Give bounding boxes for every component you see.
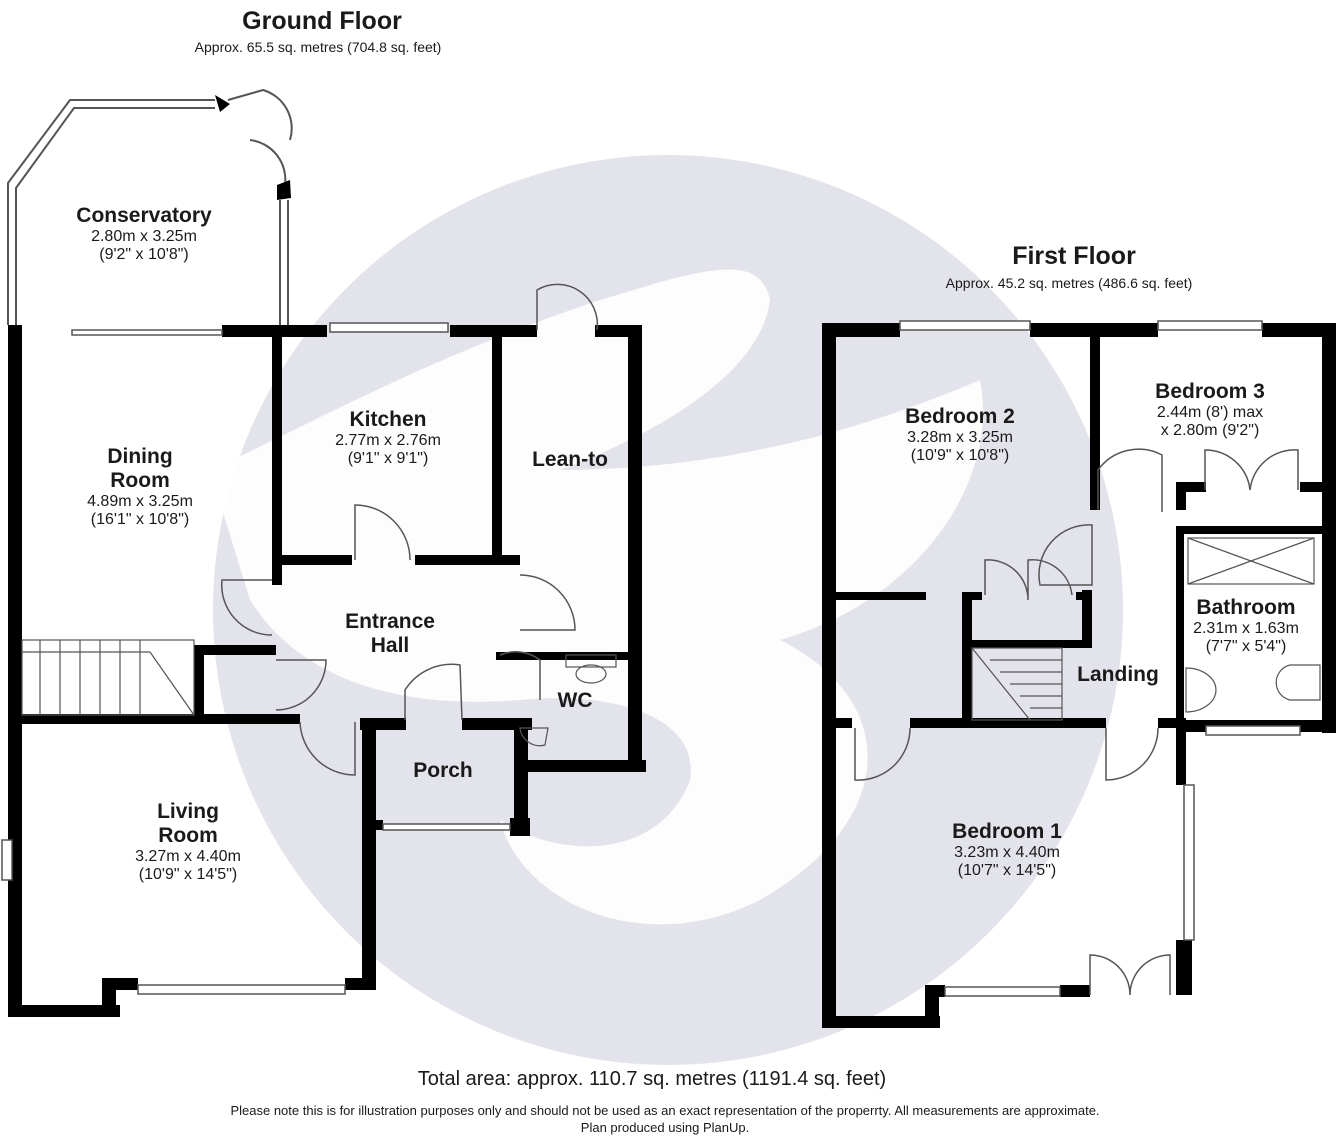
room-label-bedroom-2: Bedroom 2 3.28m x 3.25m (10'9" x 10'8") (860, 405, 1060, 465)
room-dimensions-metric: 2.80m x 3.25m (91, 228, 197, 245)
room-name: Bedroom 2 (905, 405, 1015, 428)
room-dimensions-metric: 2.44m (8') max (1156, 404, 1264, 421)
room-name: Bedroom 3 (1155, 380, 1265, 403)
ground-floor-stairs (21, 639, 195, 716)
first-floor-windows (899, 320, 1301, 997)
first-floor-doors (854, 448, 1299, 996)
room-name: Lean-to (532, 448, 608, 471)
room-label-entrance-hall: Entrance Hall (310, 610, 470, 658)
room-label-bedroom-3: Bedroom 3 2.44m (8') max x 2.80m (9'2") (1120, 380, 1300, 440)
room-label-lean-to: Lean-to (500, 448, 640, 472)
plan-credit: Plan produced using PlanUp. (580, 1120, 750, 1135)
room-dimensions-imperial: (9'1" x 9'1") (347, 450, 429, 467)
total-area: Total area: approx. 110.7 sq. metres (11… (417, 1068, 887, 1090)
wc-fixtures (519, 654, 617, 747)
conservatory-outline (7, 88, 293, 325)
room-name-line1: Living (157, 800, 219, 823)
room-label-landing: Landing (1058, 663, 1178, 687)
room-dimensions-metric: 2.31m x 1.63m (1193, 620, 1299, 637)
room-dimensions-imperial: (9'2" x 10'8") (99, 246, 189, 263)
room-label-kitchen: Kitchen 2.77m x 2.76m (9'1" x 9'1") (288, 408, 488, 468)
bathroom-fixtures (1185, 537, 1321, 713)
ground-floor-plan (1, 88, 646, 1017)
room-dimensions-metric: 3.28m x 3.25m (907, 429, 1013, 446)
room-label-porch: Porch (383, 759, 503, 783)
room-name: Conservatory (76, 204, 212, 227)
room-name-line2: Hall (370, 634, 410, 657)
room-dimensions-imperial: (7'7" x 5'4") (1205, 638, 1287, 655)
room-name: Porch (413, 759, 473, 782)
ground-floor-windows (1, 322, 511, 995)
first-floor-plan (822, 320, 1336, 1028)
first-floor-area: Approx. 45.2 sq. metres (486.6 sq. feet) (945, 275, 1193, 291)
room-label-bathroom: Bathroom 2.31m x 1.63m (7'7" x 5'4") (1176, 596, 1316, 656)
room-label-bedroom-1: Bedroom 1 3.23m x 4.40m (10'7" x 14'5") (907, 820, 1107, 880)
room-dimensions-metric: 4.89m x 3.25m (87, 493, 193, 510)
room-dimensions-metric: 3.23m x 4.40m (954, 844, 1060, 861)
room-name-line1: Entrance (345, 610, 435, 633)
room-dimensions-imperial: x 2.80m (9'2") (1160, 422, 1260, 439)
room-name: Landing (1077, 663, 1159, 686)
room-label-dining-room: Dining Room 4.89m x 3.25m (16'1" x 10'8"… (40, 445, 240, 529)
room-name-line1: Dining (107, 445, 173, 468)
watermark-logo (210, 155, 1123, 1065)
room-dimensions-metric: 3.27m x 4.40m (135, 848, 241, 865)
room-dimensions-imperial: (10'9" x 10'8") (910, 447, 1010, 464)
room-label-conservatory: Conservatory 2.80m x 3.25m (9'2" x 10'8"… (44, 204, 244, 264)
room-name: WC (557, 689, 593, 712)
first-floor-title: First Floor (1012, 242, 1136, 270)
room-label-living-room: Living Room 3.27m x 4.40m (10'9" x 14'5"… (88, 800, 288, 884)
first-floor-stairs (971, 647, 1063, 721)
room-name-line2: Room (110, 469, 170, 492)
ground-floor-title: Ground Floor (242, 7, 402, 35)
room-name: Bedroom 1 (952, 820, 1062, 843)
room-dimensions-imperial: (10'7" x 14'5") (957, 862, 1057, 879)
room-dimensions-imperial: (10'9" x 14'5") (138, 866, 238, 883)
disclaimer: Please note this is for illustration pur… (230, 1103, 1100, 1118)
first-floor-walls (822, 323, 1336, 1028)
ground-floor-doors (221, 283, 599, 776)
room-dimensions-metric: 2.77m x 2.76m (335, 432, 441, 449)
room-label-wc: WC (540, 689, 610, 713)
ground-floor-area: Approx. 65.5 sq. metres (704.8 sq. feet) (194, 39, 442, 55)
room-name: Kitchen (349, 408, 427, 431)
room-dimensions-imperial: (16'1" x 10'8") (90, 511, 190, 528)
room-name-line2: Room (158, 824, 218, 847)
room-name: Bathroom (1196, 596, 1296, 619)
